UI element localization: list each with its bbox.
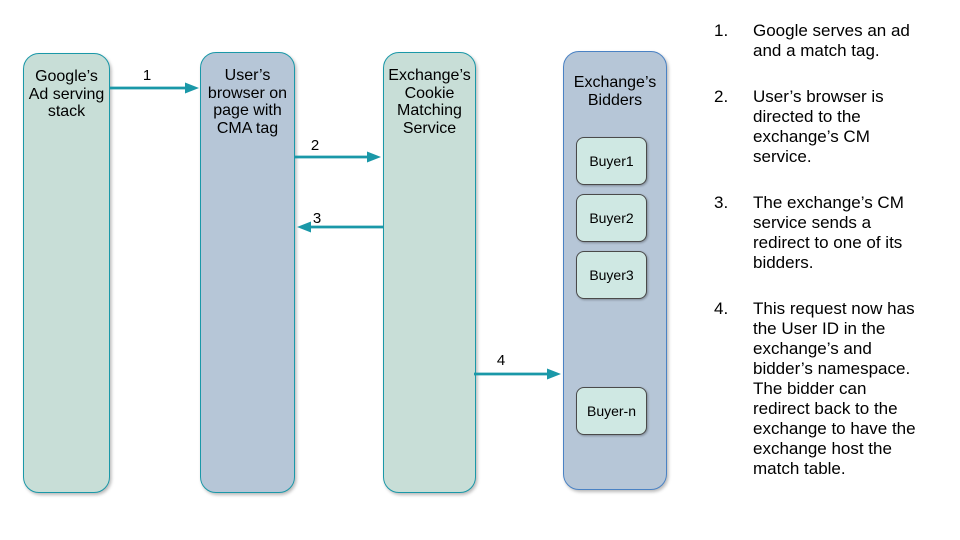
step-3-text: The exchange’s CM service sends a redire…	[753, 193, 904, 272]
arrow-3-label: 3	[312, 210, 322, 227]
step-1-text: Google serves an ad and a match tag.	[753, 21, 910, 60]
step-4-text: This request now has the User ID in the …	[753, 299, 916, 478]
step-2-number: 2.	[714, 87, 729, 106]
buyer-box-2-label: Buyer2	[589, 210, 634, 226]
node-cookie-matching-service-label: Exchange’s Cookie Matching Service	[388, 67, 471, 137]
buyer-box-1-label: Buyer1	[589, 153, 634, 169]
arrow-1-label: 1	[142, 67, 152, 84]
step-1-number: 1.	[714, 21, 729, 40]
step-4-number: 4.	[714, 299, 729, 318]
buyer-box-n-label: Buyer-n	[586, 403, 637, 419]
arrow-4	[474, 368, 561, 380]
arrow-2-label: 2	[310, 137, 320, 154]
step-item-1: 1. Google serves an ad and a match tag.	[714, 21, 954, 61]
step-2-text: User’s browser is directed to the exchan…	[753, 87, 884, 166]
node-user-browser-label: User’s browser on page with CMA tag	[207, 67, 288, 137]
node-cookie-matching-service: Exchange’s Cookie Matching Service	[383, 52, 476, 493]
buyer-box-3-label: Buyer3	[589, 267, 634, 283]
buyer-box-n: Buyer-n	[576, 387, 647, 435]
buyer-box-3: Buyer3	[576, 251, 647, 299]
arrow-1	[110, 82, 199, 94]
arrow-2	[295, 151, 381, 163]
arrow-4-label: 4	[496, 352, 506, 369]
node-exchange-bidders-label: Exchange’s Bidders	[573, 74, 657, 109]
step-item-3: 3. The exchange’s CM service sends a red…	[714, 193, 954, 273]
step-item-4: 4. This request now has the User ID in t…	[714, 299, 954, 479]
buyer-box-1: Buyer1	[576, 137, 647, 185]
node-google-ad-stack-label: Google’s Ad serving stack	[28, 68, 105, 120]
step-item-2: 2. User’s browser is directed to the exc…	[714, 87, 954, 167]
buyer-box-2: Buyer2	[576, 194, 647, 242]
node-google-ad-stack: Google’s Ad serving stack	[23, 53, 110, 493]
node-exchange-bidders: Exchange’s Bidders Buyer1 Buyer2 Buyer3 …	[563, 51, 667, 490]
steps-list: 1. Google serves an ad and a match tag. …	[714, 21, 954, 505]
step-3-number: 3.	[714, 193, 729, 212]
node-user-browser: User’s browser on page with CMA tag	[200, 52, 295, 493]
